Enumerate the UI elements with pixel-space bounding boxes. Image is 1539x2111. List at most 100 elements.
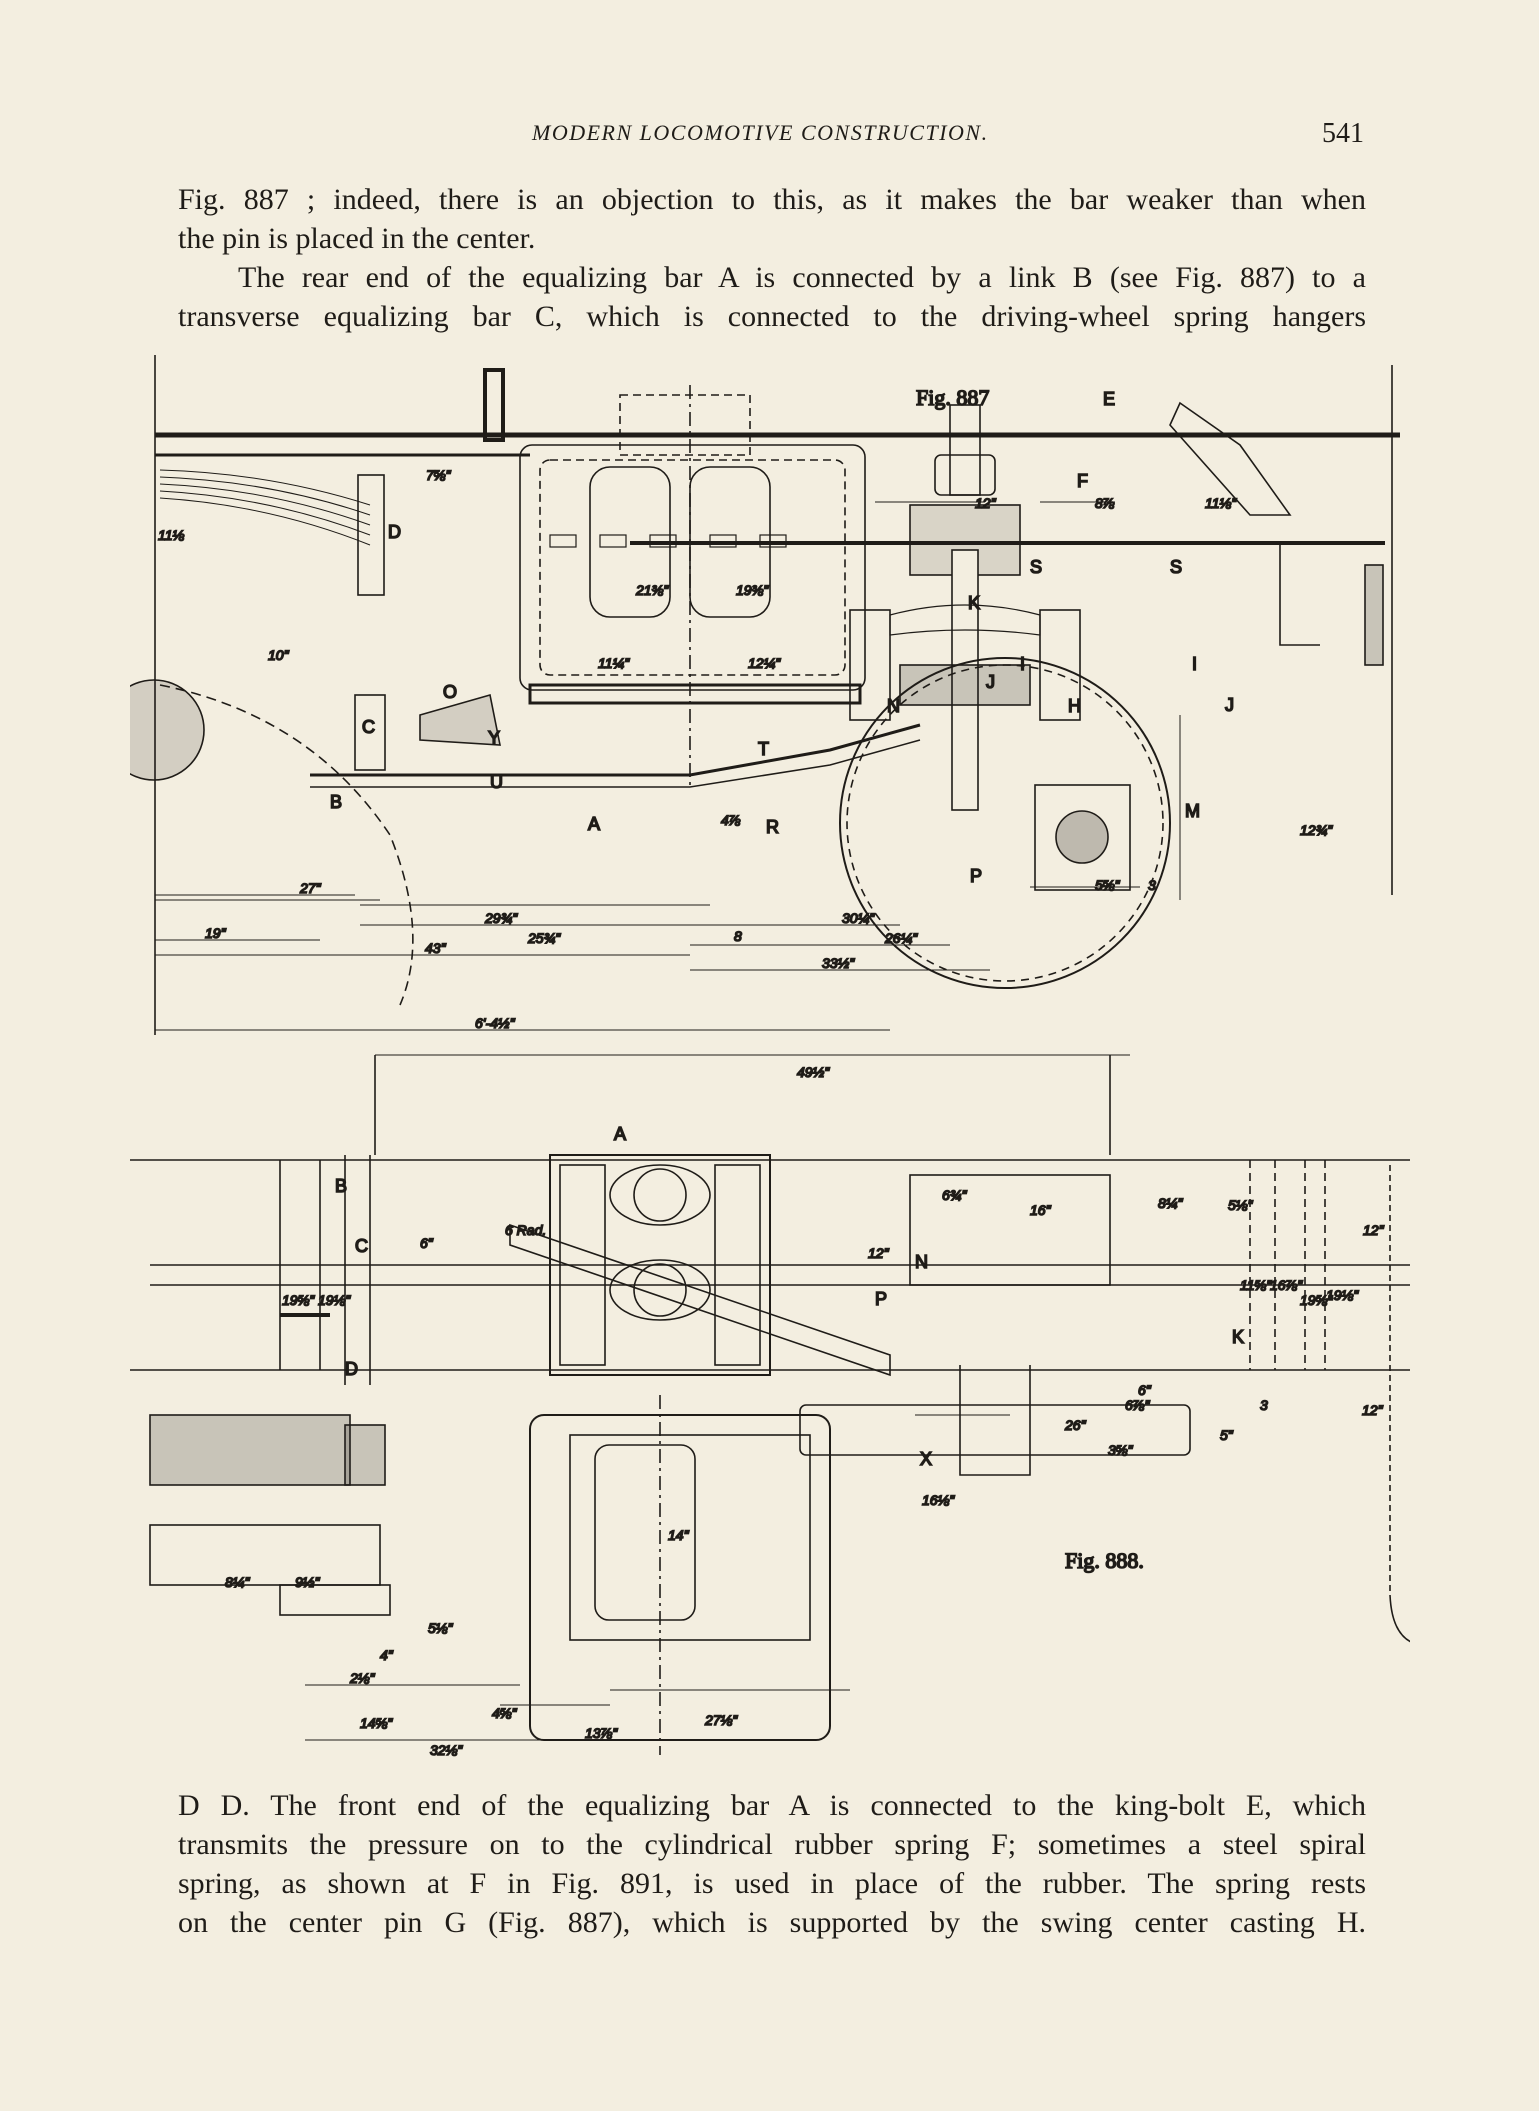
dim-label: 32⅛" — [430, 1742, 463, 1758]
dim-label: 5⅛" — [428, 1620, 453, 1636]
dim-label: 13⅞" — [585, 1725, 618, 1741]
dim-label: 12" — [975, 495, 997, 511]
dim-label: 43" — [425, 940, 447, 956]
dim-label: 6 Rad. — [505, 1222, 546, 1238]
dim-label: 11¼" — [598, 655, 630, 671]
dim-label: 27" — [299, 880, 322, 896]
label-c: C — [362, 717, 375, 737]
label-r: R — [766, 817, 779, 837]
dim-label: 9½" — [295, 1574, 320, 1590]
dim-label: 6" — [420, 1235, 434, 1251]
dim-label: 4" — [380, 1647, 394, 1663]
dim-label: 12" — [1362, 1402, 1384, 1418]
text-line: on the center pin G (Fig. 887), which is… — [178, 1906, 1366, 1939]
label-h: H — [1068, 696, 1081, 716]
dim-label: 33½" — [822, 955, 855, 971]
dim-label: 11⅛ — [158, 527, 185, 543]
text-line: the pin is placed in the center. — [178, 222, 536, 255]
label-x: X — [920, 1449, 932, 1469]
dim-label: 19⅜" — [736, 582, 769, 598]
dim-label: 12" — [868, 1245, 890, 1261]
dim-label: 6" — [1138, 1382, 1152, 1398]
label-o: O — [443, 682, 457, 702]
label-e: E — [1103, 389, 1115, 409]
dim-label: 16⅛" — [922, 1492, 955, 1508]
label-s: S — [1030, 557, 1042, 577]
dim-label: 19⅛" — [1326, 1287, 1359, 1303]
dim-label: 5⅛" — [1228, 1197, 1253, 1213]
label-b: B — [330, 792, 342, 812]
dim-label: 11⅛" — [1205, 495, 1237, 511]
label-p: P — [970, 866, 982, 886]
text-line: Fig. 887 ; indeed, there is an objection… — [178, 183, 1366, 216]
text-line: The rear end of the equalizing bar A is … — [238, 261, 1366, 294]
dim-label: 4⅝" — [492, 1705, 517, 1721]
label-j: J — [1225, 695, 1234, 715]
dim-label: 12¾" — [1300, 822, 1333, 838]
label-n: N — [887, 696, 900, 716]
label-i: I — [1020, 654, 1025, 674]
dim-label: 3 — [1148, 877, 1156, 893]
label-i: I — [1192, 654, 1197, 674]
dim-label: 19⅝" — [1300, 1292, 1333, 1308]
label-d: D — [388, 522, 401, 542]
dim-label: 25¾" — [527, 930, 561, 946]
dim-label: 19⅛" — [318, 1292, 351, 1308]
dim-label: 19" — [205, 925, 227, 941]
label-s: S — [1170, 557, 1182, 577]
label-k: K — [1232, 1327, 1244, 1347]
label-a: A — [588, 814, 600, 834]
paragraph-bottom: D D. The front end of the equalizing bar… — [178, 1786, 1366, 1942]
dim-label: 19⅝" — [282, 1292, 315, 1308]
dim-label: 11⅝" — [1240, 1277, 1272, 1293]
dim-label: 27⅛" — [704, 1712, 738, 1728]
dim-label: 29¾" — [484, 910, 518, 926]
dim-label: 30¼" — [842, 910, 875, 926]
page-number: 541 — [1322, 118, 1364, 149]
dim-label: 8¼" — [225, 1574, 250, 1590]
dim-label: 8⅞ — [1095, 495, 1115, 511]
label-d: D — [345, 1359, 358, 1379]
dim-label: 26¼" — [884, 930, 918, 946]
paragraph-top: Fig. 887 ; indeed, there is an objection… — [178, 180, 1366, 336]
dim-label: 8 — [734, 928, 742, 944]
label-j: J — [986, 672, 995, 692]
label-a: A — [614, 1124, 626, 1144]
label-m: M — [1185, 801, 1200, 821]
label-c: C — [355, 1236, 368, 1256]
label-b: B — [335, 1176, 347, 1196]
figure-888-caption: Fig. 888. — [1065, 1548, 1144, 1573]
figure-887-caption: Fig. 887 — [916, 385, 989, 410]
dim-label: 26" — [1064, 1417, 1087, 1433]
drawing-svg: Fig. 887 E F S S K J J H I I N M P T R A… — [103, 355, 1421, 1759]
label-p: P — [875, 1289, 887, 1309]
running-title: MODERN LOCOMOTIVE CONSTRUCTION. — [532, 120, 989, 145]
label-y: Y — [488, 728, 500, 748]
figure-887-drawing — [103, 355, 1400, 1035]
label-t: T — [758, 739, 769, 759]
label-n: N — [915, 1252, 928, 1272]
text-line: transmits the pressure on to the cylindr… — [178, 1828, 1366, 1861]
figure-888-drawing — [130, 1054, 1421, 1755]
dim-label: 3 — [1260, 1397, 1268, 1413]
dim-label: 16⅞" — [1270, 1277, 1303, 1293]
dim-label: 16" — [1030, 1202, 1052, 1218]
dim-label: 5⅝" — [1095, 877, 1120, 893]
dim-label: 21⅜" — [635, 582, 669, 598]
dim-label: 6⅞" — [1125, 1397, 1150, 1413]
dim-label: 6'-4½" — [475, 1015, 516, 1031]
dim-label: 14" — [668, 1527, 690, 1543]
dim-label: 2⅛" — [349, 1670, 375, 1686]
dim-label: 49½" — [797, 1064, 830, 1080]
dim-label: 12¼" — [748, 655, 781, 671]
dim-label: 4⅞ — [721, 812, 741, 828]
label-k: K — [968, 593, 980, 613]
dim-label: 8¼" — [1158, 1195, 1183, 1211]
text-line: D D. The front end of the equalizing bar… — [178, 1789, 1366, 1822]
dim-label: 12" — [1363, 1222, 1385, 1238]
dim-label: 7⅝" — [426, 467, 451, 483]
dim-label: 6¾" — [942, 1187, 967, 1203]
text-line: transverse equalizing bar C, which is co… — [178, 300, 1366, 333]
dim-label: 10" — [268, 647, 290, 663]
dim-label: 5" — [1220, 1427, 1234, 1443]
